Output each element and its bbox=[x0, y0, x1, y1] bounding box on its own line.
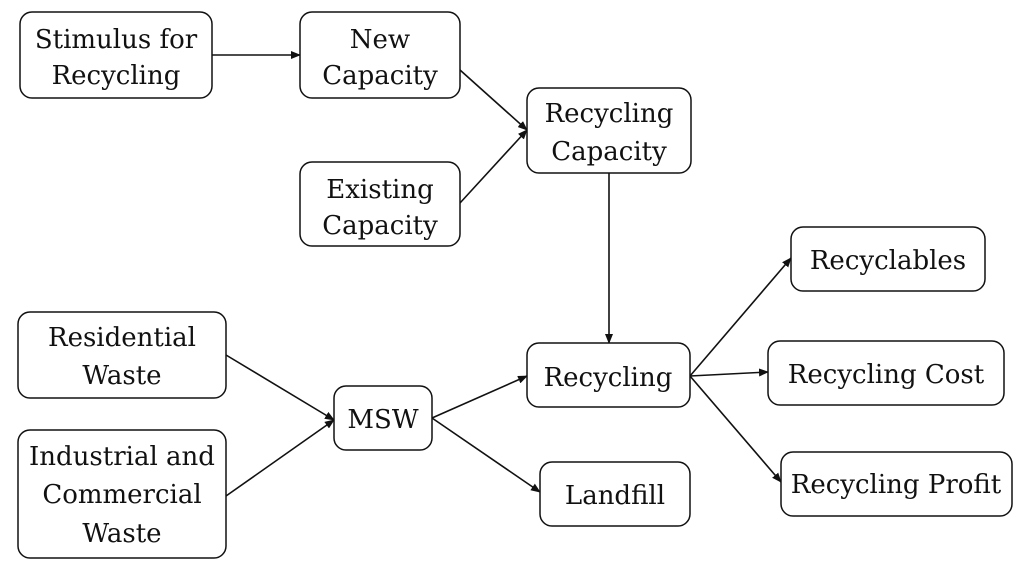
edge-msw-to-landfill bbox=[431, 417, 541, 493]
edge-residential-waste-to-msw bbox=[225, 354, 335, 421]
node-industrial-waste-line-2: Commercial bbox=[42, 480, 201, 510]
node-industrial-waste-line-1: Industrial and bbox=[29, 442, 215, 472]
edge-recycling-to-recycling-cost bbox=[689, 368, 769, 377]
node-residential-waste: Residential Waste bbox=[17, 311, 227, 399]
edge-recycling-to-recycling-profit bbox=[689, 375, 782, 483]
node-industrial-commercial-waste: Industrial and Commercial Waste bbox=[17, 429, 227, 559]
node-recycling-profit-label: Recycling Profit bbox=[791, 470, 1002, 500]
node-msw: MSW bbox=[333, 385, 433, 451]
node-stimulus-line-1: Stimulus for bbox=[35, 25, 198, 55]
node-recycling-capacity-line-1: Recycling bbox=[545, 99, 674, 129]
node-recycling-label: Recycling bbox=[544, 363, 673, 393]
node-stimulus-line-2: Recycling bbox=[52, 61, 181, 91]
edge-existing-capacity-to-recycling-capacity bbox=[459, 129, 528, 204]
node-recycling-cost-label: Recycling Cost bbox=[788, 360, 985, 390]
node-landfill: Landfill bbox=[539, 461, 691, 527]
node-residential-waste-line-1: Residential bbox=[48, 323, 196, 353]
node-recycling-profit: Recycling Profit bbox=[780, 451, 1013, 517]
node-stimulus-for-recycling: Stimulus for Recycling bbox=[19, 11, 213, 99]
node-recycling-capacity-line-2: Capacity bbox=[551, 137, 667, 167]
node-new-capacity-line-1: New bbox=[350, 25, 410, 55]
edge-industrial-waste-to-msw bbox=[225, 419, 335, 497]
node-recycling-cost: Recycling Cost bbox=[767, 340, 1005, 406]
node-new-capacity-line-2: Capacity bbox=[322, 61, 438, 91]
edge-msw-to-recycling bbox=[431, 375, 528, 419]
node-landfill-label: Landfill bbox=[565, 481, 665, 511]
node-industrial-waste-line-3: Waste bbox=[82, 519, 161, 549]
node-recyclables: Recyclables bbox=[790, 226, 986, 292]
edges bbox=[212, 51, 792, 497]
node-recycling: Recycling bbox=[526, 342, 691, 408]
node-recycling-capacity: Recycling Capacity bbox=[526, 87, 692, 174]
node-recyclables-label: Recyclables bbox=[810, 246, 966, 276]
node-msw-label: MSW bbox=[347, 405, 418, 435]
node-existing-capacity: Existing Capacity bbox=[299, 161, 461, 247]
node-existing-capacity-line-1: Existing bbox=[326, 175, 433, 205]
node-new-capacity: New Capacity bbox=[299, 11, 461, 99]
node-residential-waste-line-2: Waste bbox=[82, 361, 161, 391]
node-existing-capacity-line-2: Capacity bbox=[322, 211, 438, 241]
edge-new-capacity-to-recycling-capacity bbox=[459, 69, 528, 131]
edge-recycling-to-recyclables bbox=[689, 257, 792, 377]
